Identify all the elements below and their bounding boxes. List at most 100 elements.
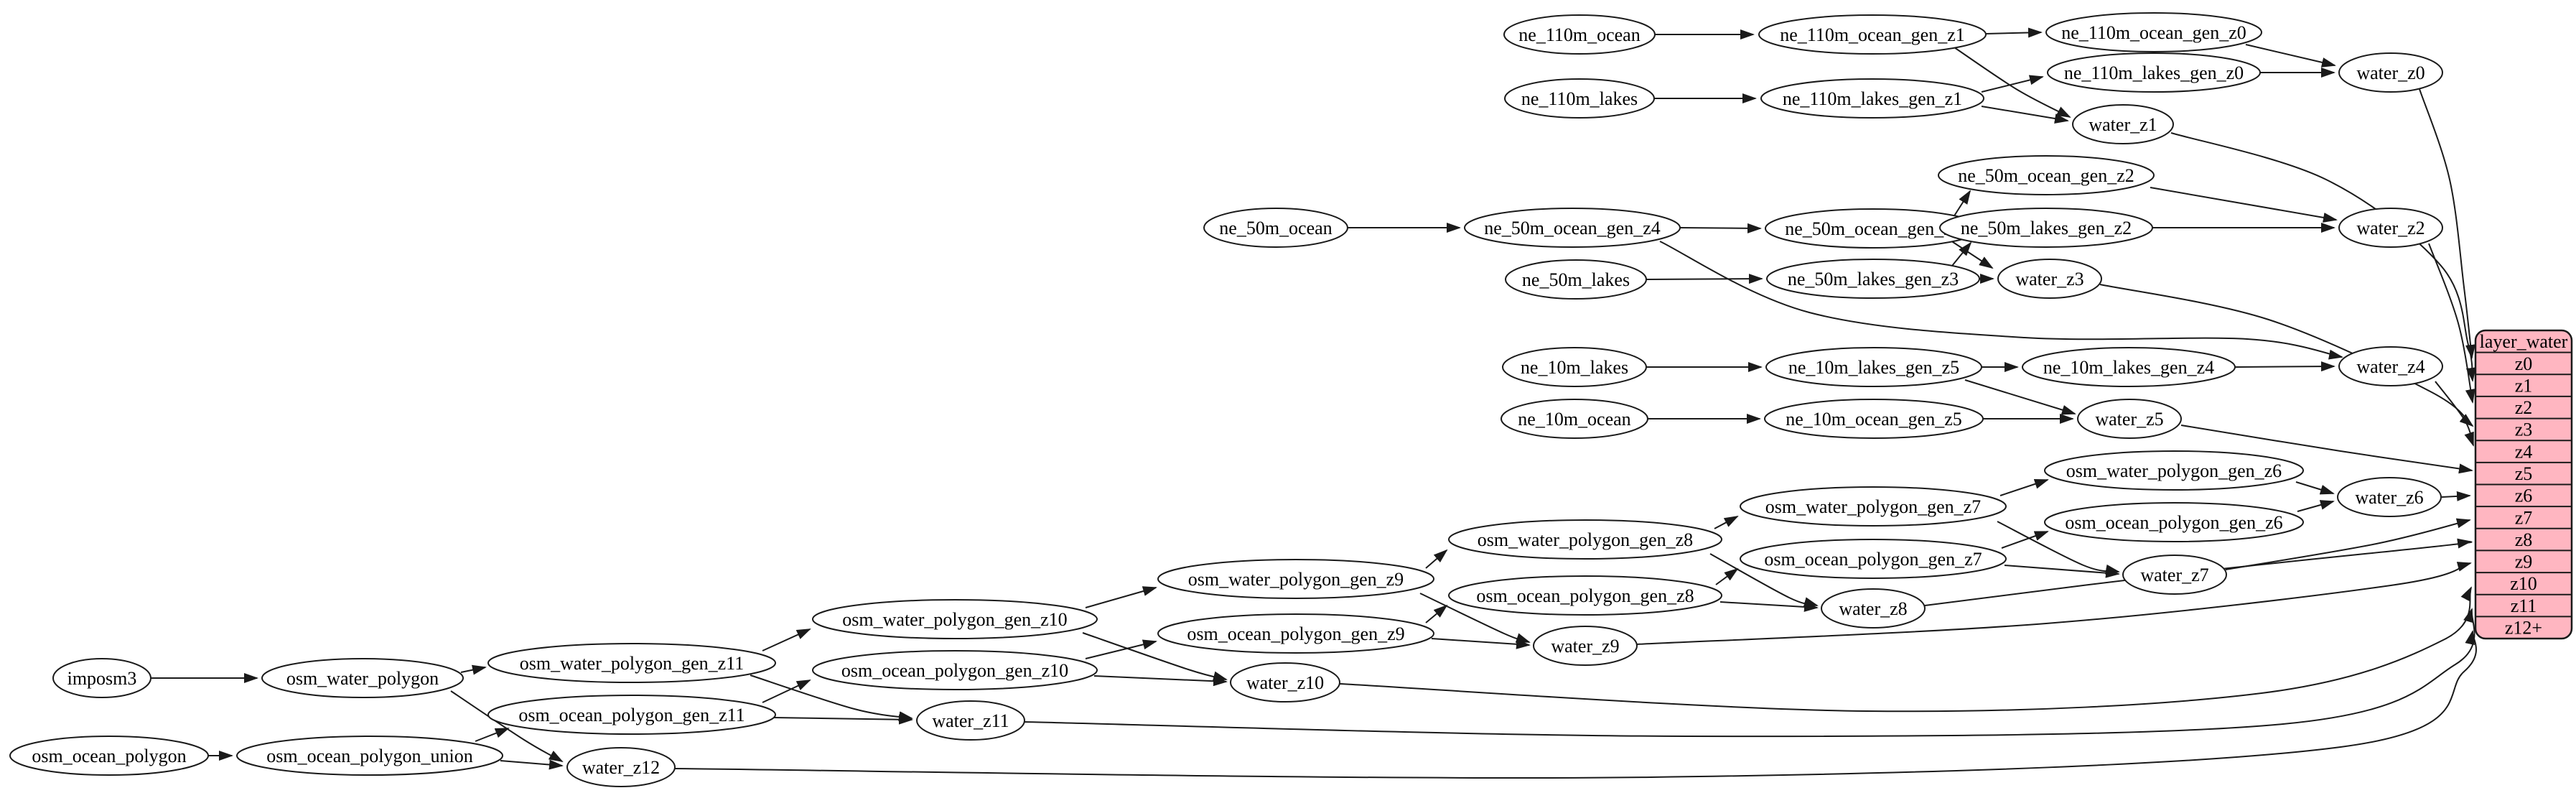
node-water_z12: water_z12 — [566, 747, 676, 787]
node-osm_water_polygon_gen_z8: osm_water_polygon_gen_z8 — [1448, 519, 1722, 560]
edge-osm_ocean_polygon_gen_z8-to-osm_ocean_polygon_gen_z7 — [1715, 567, 1739, 585]
node-label-ne_50m_ocean_gen_z3: ne_50m_ocean_gen_z3 — [1785, 218, 1961, 239]
node-ne_110m_ocean: ne_110m_ocean — [1503, 14, 1656, 55]
node-osm_ocean_polygon_gen_z11: osm_ocean_polygon_gen_z11 — [487, 695, 776, 735]
node-label-ne_10m_lakes: ne_10m_lakes — [1521, 357, 1628, 378]
node-osm_water_polygon_gen_z9: osm_water_polygon_gen_z9 — [1157, 559, 1434, 599]
node-ne_110m_lakes: ne_110m_lakes — [1504, 78, 1655, 119]
edge-ne_50m_ocean_gen_z4-to-water_z4 — [1659, 241, 2343, 360]
record-row-z12+: z12+ — [2505, 618, 2542, 639]
node-shape-ne_110m_ocean — [1503, 14, 1656, 55]
edge-ne_110m_ocean_gen_z1-to-ne_110m_ocean_gen_z0 — [1985, 27, 2043, 38]
node-shape-water_z9 — [1533, 626, 1638, 666]
edge-ne_50m_lakes_gen_z3-to-ne_50m_lakes_gen_z2 — [1951, 241, 1972, 266]
edge-ne_10m_lakes_gen_z4-to-water_z4 — [2234, 361, 2335, 372]
edge-ne_50m_ocean_gen_z3-to-ne_50m_ocean_gen_z2 — [1953, 190, 1971, 218]
edge-water_z6-to-row_z6 — [2441, 491, 2471, 501]
node-shape-ne_110m_ocean_gen_z1 — [1758, 14, 1987, 55]
node-label-osm_water_polygon_gen_z11: osm_water_polygon_gen_z11 — [520, 653, 744, 674]
node-shape-ne_110m_ocean_gen_z0 — [2045, 12, 2262, 52]
node-ne_10m_lakes_gen_z4: ne_10m_lakes_gen_z4 — [2022, 347, 2236, 387]
node-label-osm_ocean_polygon_gen_z6: osm_ocean_polygon_gen_z6 — [2065, 512, 2282, 533]
edge-osm_ocean_polygon_union-to-water_z12 — [500, 759, 564, 770]
node-ne_110m_ocean_gen_z0: ne_110m_ocean_gen_z0 — [2045, 12, 2262, 52]
node-shape-osm_ocean_polygon_gen_z11 — [487, 695, 776, 735]
node-label-osm_water_polygon_gen_z6: osm_water_polygon_gen_z6 — [2066, 460, 2282, 481]
node-label-osm_water_polygon_gen_z7: osm_water_polygon_gen_z7 — [1765, 496, 1981, 517]
node-ne_10m_ocean: ne_10m_ocean — [1501, 399, 1648, 439]
node-label-osm_ocean_polygon_gen_z10: osm_ocean_polygon_gen_z10 — [841, 660, 1068, 681]
node-ne_50m_lakes_gen_z2: ne_50m_lakes_gen_z2 — [1939, 208, 2153, 248]
edge-osm_ocean_polygon_union-to-osm_ocean_polygon_gen_z11 — [475, 728, 510, 742]
record-row-z1: z1 — [2515, 375, 2533, 396]
node-shape-osm_water_polygon — [261, 658, 464, 698]
node-shape-water_z5 — [2077, 399, 2182, 439]
node-shape-ne_50m_lakes_gen_z2 — [1939, 208, 2153, 248]
edge-osm_water_polygon_gen_z11-to-water_z11 — [750, 674, 913, 722]
edge-water_z11-to-row_z11 — [1024, 608, 2475, 738]
edge-osm_ocean_polygon_gen_z11-to-water_z11 — [773, 714, 913, 725]
edge-osm_water_polygon_gen_z11-to-osm_water_polygon_gen_z10 — [762, 629, 811, 651]
edge-ne_110m_ocean_gen_z1-to-water_z1 — [1954, 47, 2071, 118]
node-label-ne_10m_ocean_gen_z5: ne_10m_ocean_gen_z5 — [1786, 409, 1961, 430]
node-label-water_z12: water_z12 — [582, 757, 660, 778]
node-label-water_z8: water_z8 — [1839, 598, 1907, 619]
node-shape-ne_50m_ocean_gen_z4 — [1464, 208, 1681, 248]
edge-osm_water_polygon_gen_z7-to-osm_water_polygon_gen_z6 — [1999, 479, 2049, 496]
node-water_z7: water_z7 — [2122, 555, 2227, 595]
edge-osm_ocean_polygon_gen_z7-to-water_z7 — [2004, 565, 2120, 578]
node-osm_water_polygon_gen_z10: osm_water_polygon_gen_z10 — [812, 599, 1098, 639]
node-label-water_z0: water_z0 — [2356, 62, 2425, 83]
node-shape-osm_water_polygon_gen_z6 — [2044, 450, 2304, 491]
node-osm_water_polygon_gen_z11: osm_water_polygon_gen_z11 — [487, 643, 776, 683]
node-shape-osm_ocean_polygon_gen_z10 — [812, 650, 1098, 690]
node-osm_water_polygon_gen_z6: osm_water_polygon_gen_z6 — [2044, 450, 2304, 491]
node-label-water_z7: water_z7 — [2140, 565, 2208, 585]
node-shape-water_z7 — [2122, 555, 2227, 595]
node-label-osm_ocean_polygon_gen_z8: osm_ocean_polygon_gen_z8 — [1476, 585, 1694, 606]
node-label-osm_ocean_polygon_gen_z7: osm_ocean_polygon_gen_z7 — [1764, 549, 1982, 570]
node-label-ne_110m_ocean_gen_z0: ne_110m_ocean_gen_z0 — [2061, 22, 2246, 43]
node-shape-water_z6 — [2337, 477, 2442, 517]
node-label-ne_50m_ocean_gen_z4: ne_50m_ocean_gen_z4 — [1484, 218, 1660, 238]
edge-osm_ocean_polygon_gen_z11-to-osm_ocean_polygon_gen_z10 — [762, 680, 811, 703]
edge-osm_water_polygon-to-water_z12 — [450, 690, 564, 762]
edge-osm_water_polygon_gen_z6-to-water_z6 — [2295, 481, 2335, 495]
record-row-z11: z11 — [2511, 595, 2537, 616]
record-row-z0: z0 — [2515, 353, 2533, 374]
node-shape-water_z1 — [2072, 104, 2174, 144]
edge-osm_ocean_polygon_gen_z9-to-osm_ocean_polygon_gen_z8 — [1425, 604, 1448, 623]
node-label-osm_water_polygon_gen_z8: osm_water_polygon_gen_z8 — [1478, 529, 1693, 550]
node-label-water_z5: water_z5 — [2095, 409, 2163, 430]
node-shape-ne_50m_ocean — [1203, 208, 1348, 248]
node-osm_ocean_polygon_gen_z6: osm_ocean_polygon_gen_z6 — [2044, 502, 2304, 542]
node-label-osm_ocean_polygon: osm_ocean_polygon — [32, 746, 186, 766]
record-row-z4: z4 — [2515, 441, 2533, 462]
edge-osm_ocean_polygon_gen_z7-to-osm_ocean_polygon_gen_z6 — [2001, 531, 2049, 549]
node-label-osm_water_polygon_gen_z9: osm_water_polygon_gen_z9 — [1188, 569, 1404, 590]
node-label-water_z6: water_z6 — [2355, 487, 2423, 508]
node-label-osm_ocean_polygon_gen_z9: osm_ocean_polygon_gen_z9 — [1187, 623, 1404, 644]
node-shape-water_z3 — [1997, 259, 2102, 299]
node-label-ne_50m_ocean_gen_z2: ne_50m_ocean_gen_z2 — [1958, 165, 2134, 186]
node-label-water_z9: water_z9 — [1551, 636, 1619, 657]
node-water_z10: water_z10 — [1230, 662, 1340, 702]
node-ne_50m_ocean_gen_z3: ne_50m_ocean_gen_z3 — [1765, 208, 1982, 249]
node-water_z2: water_z2 — [2338, 208, 2443, 248]
node-ne_110m_lakes_gen_z1: ne_110m_lakes_gen_z1 — [1760, 78, 1984, 119]
edge-water_z5-to-row_z5 — [2180, 425, 2473, 474]
node-water_z9: water_z9 — [1533, 626, 1638, 666]
record-row-z6: z6 — [2515, 486, 2533, 506]
node-water_z3: water_z3 — [1997, 259, 2102, 299]
node-shape-osm_ocean_polygon_gen_z7 — [1740, 539, 2007, 579]
edge-water_z2-to-row_z2 — [2428, 243, 2475, 404]
record-row-z2: z2 — [2515, 397, 2533, 418]
node-ne_10m_lakes_gen_z5: ne_10m_lakes_gen_z5 — [1765, 347, 1982, 387]
node-shape-ne_50m_lakes — [1505, 259, 1647, 300]
node-ne_10m_lakes: ne_10m_lakes — [1502, 347, 1647, 387]
node-label-ne_50m_lakes_gen_z3: ne_50m_lakes_gen_z3 — [1788, 269, 1959, 289]
node-osm_ocean_polygon_gen_z7: osm_ocean_polygon_gen_z7 — [1740, 539, 2007, 579]
node-label-ne_110m_ocean_gen_z1: ne_110m_ocean_gen_z1 — [1780, 24, 1965, 45]
node-water_z5: water_z5 — [2077, 399, 2182, 439]
